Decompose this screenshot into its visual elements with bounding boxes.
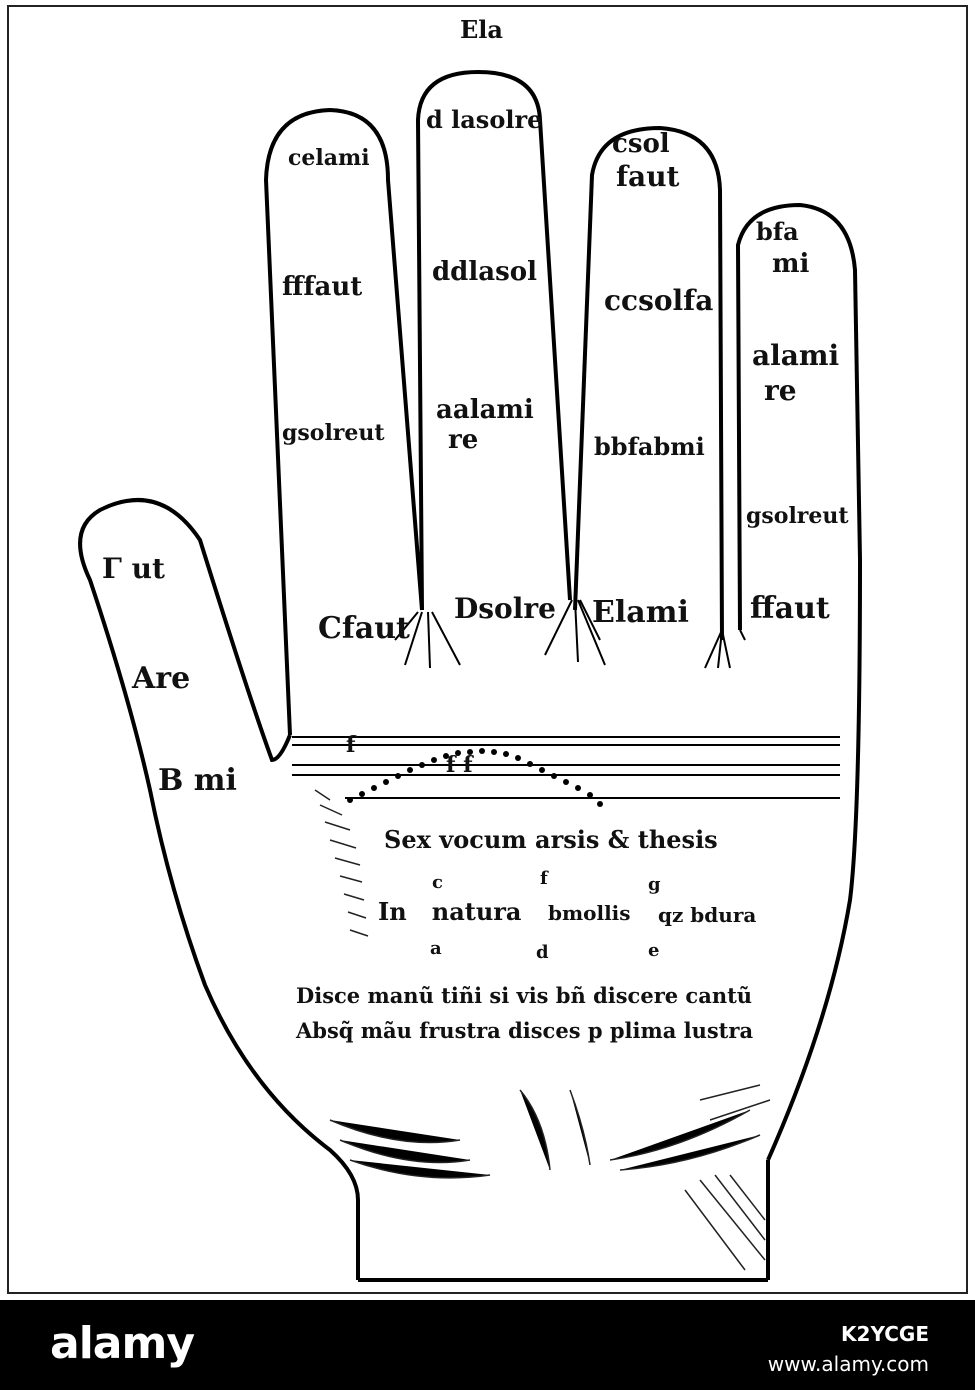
ring-finger-outline [573,125,724,641]
little-label-re: re [764,374,797,407]
little-label-ffaut: ffaut [750,591,830,626]
middle-label-ddlasol: ddlasol [432,257,537,287]
middle-label-dlasolre: d lasolre [426,105,542,134]
ring-label-faut: faut [616,160,680,193]
palm-label-bdura: qz bdura [658,903,756,927]
palm-letter-c: c [432,872,443,893]
index-label-celami: celami [288,145,370,171]
little-label-bfa: bfa [756,217,799,246]
palm-letter-a: a [430,938,442,959]
woodcut-illustration: Ela Γ ut Are B mi celami fffaut gsolreut… [7,5,968,1294]
watermark-brand: alamy [50,1318,195,1369]
thumb-outline [78,498,360,1280]
ring-label-ccsolfa: ccsolfa [604,284,713,317]
base-label-cfaut: Cfaut [318,611,410,646]
ring-label-csol: csol [612,129,670,159]
thumb-label-gamma-ut: Γ ut [102,552,165,585]
thumb-label-bmi: B mi [158,763,237,798]
staff-notes-middle: f f [446,752,474,778]
middle-finger-outline [415,69,572,611]
staff-note-f: f [346,732,357,758]
base-label-elami: Elami [592,595,689,630]
thumb-label-are: Are [131,661,190,696]
palm-letter-f: f [540,868,549,889]
watermark-url: www.alamy.com [767,1352,929,1376]
ring-label-bbfabmi: bbfabmi [594,432,705,461]
index-finger-outline [263,107,424,736]
finger-base-creases [394,599,746,669]
staff-dotted-arc [347,748,603,807]
image-frame [7,5,968,1294]
guidonian-hand-drawing: Ela Γ ut Are B mi celami fffaut gsolreut… [7,5,968,1294]
middle-label-aalami: aalami [436,395,534,425]
little-label-alami: alami [752,339,839,372]
top-label: Ela [460,15,503,44]
thumb-hatching [314,789,369,937]
index-label-gsolreut: gsolreut [282,420,385,446]
palm-letter-d: d [536,942,549,963]
index-label-fffaut: fffaut [282,272,362,302]
palm-label-natura: In natura [378,897,521,926]
palm-letter-g: g [648,874,661,895]
verse-line-1: Disce manũ tiñi si vis bñ discere cantũ [296,983,752,1008]
base-label-dsolre: Dsolre [454,592,556,625]
verse-line-2: Absq̃ mãu frustra disces p plima lustra [295,1018,753,1043]
little-finger-outline [735,202,863,1161]
palm-label-bmollis: bmollis [548,901,631,925]
middle-label-re: re [448,425,478,455]
little-label-gsolreut: gsolreut [746,503,849,529]
watermark-footer-bar [0,1300,975,1390]
wrist-hatching [329,1084,771,1271]
palm-staff-lines [292,736,840,799]
palm-letter-e: e [648,940,659,961]
palm-line-sex-vocum: Sex vocum arsis & thesis [384,825,718,854]
little-label-mi: mi [772,249,810,279]
watermark-image-code: K2YCGE [841,1322,929,1346]
